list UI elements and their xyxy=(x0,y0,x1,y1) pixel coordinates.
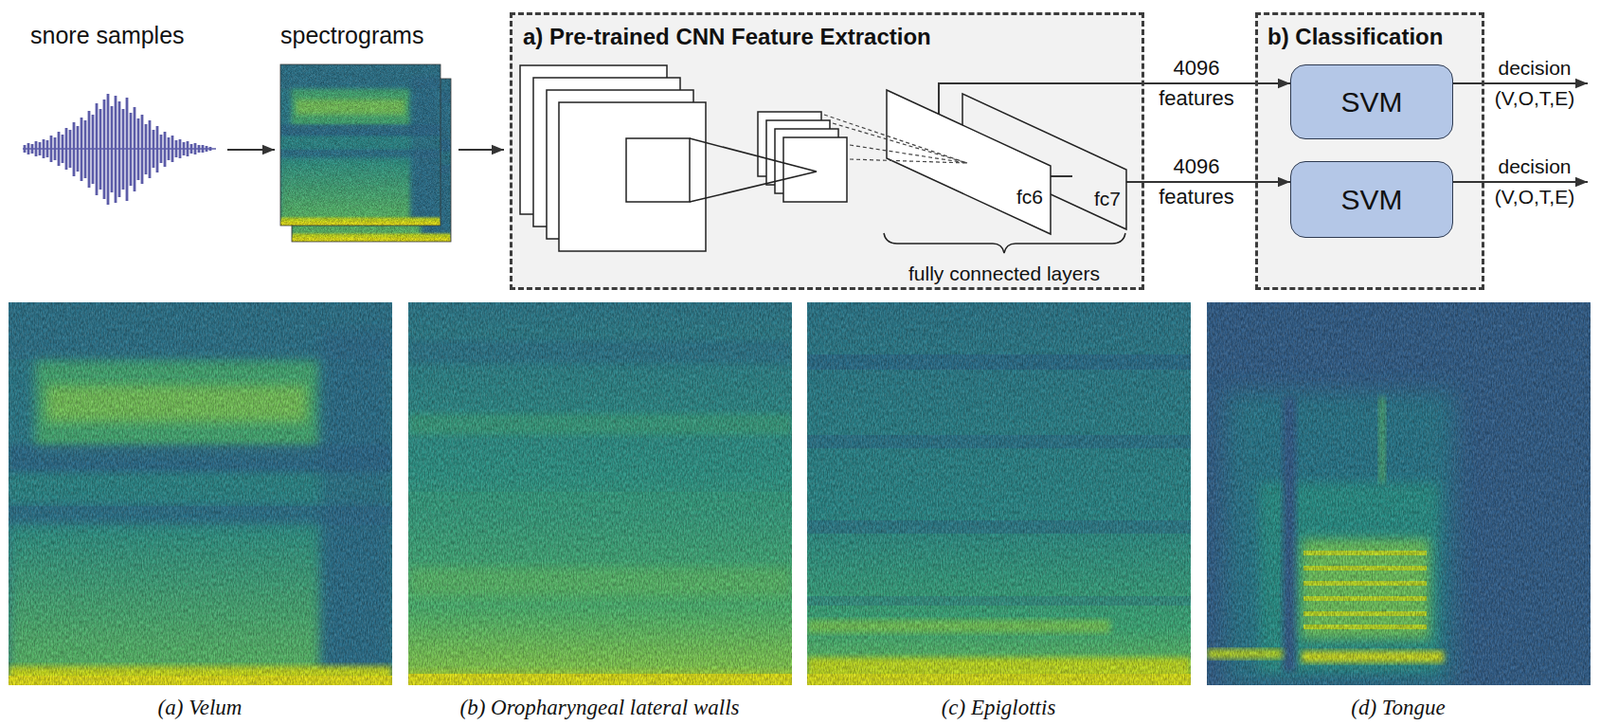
node-text: a) Pre-trained CNN Feature Extraction xyxy=(522,23,932,52)
node-text: fc6 xyxy=(1016,184,1043,209)
node-text: fc7 xyxy=(1094,186,1121,211)
conv-layers xyxy=(520,65,847,252)
waveform xyxy=(22,93,216,205)
node-text: SVM xyxy=(1340,182,1403,217)
fc-layer: fc6 xyxy=(886,89,1051,234)
connector xyxy=(938,83,1291,114)
output-label: decision (V,O,T,E) xyxy=(1494,151,1575,213)
source-group: spectrograms xyxy=(280,20,453,245)
stage-panel: b) ClassificationSVM SVM xyxy=(1255,12,1485,290)
connector xyxy=(1126,180,1291,183)
connector xyxy=(227,148,275,151)
classifier-box: SVM xyxy=(1290,161,1454,238)
node-text: spectrograms xyxy=(280,20,424,50)
node-text: b) Classification xyxy=(1267,23,1443,52)
edge-label: 4096 features xyxy=(1158,151,1234,213)
panel-caption: (c) Epiglottis xyxy=(941,694,1057,721)
source-group: snore samples xyxy=(22,20,224,207)
node-text: snore samples xyxy=(30,20,185,50)
connector xyxy=(458,148,504,151)
panel-caption: (b) Oropharyngeal lateral walls xyxy=(460,694,740,721)
panel-caption: (a) Velum xyxy=(158,694,243,721)
layer-outline xyxy=(886,89,1051,234)
edge-label: 4096 features xyxy=(1158,53,1234,114)
classifier-box: SVM xyxy=(1290,64,1454,140)
projection-lines xyxy=(824,114,968,163)
spectrogram-panels xyxy=(8,302,1591,686)
brace xyxy=(883,233,1126,253)
layer-face xyxy=(886,89,1051,234)
output-label: decision (V,O,T,E) xyxy=(1494,53,1575,114)
stage-panel: a) Pre-trained CNN Feature Extraction fc6… xyxy=(509,12,1145,290)
connector xyxy=(1050,175,1073,178)
panel-ground xyxy=(509,12,1145,290)
layer-face xyxy=(962,93,1127,230)
brace-label: fully connected layers xyxy=(908,261,1100,286)
panel-ground xyxy=(1255,12,1485,290)
node-text: SVM xyxy=(1340,85,1403,120)
panel-caption: (d) Tongue xyxy=(1350,694,1445,721)
spectrogram-thumbnails xyxy=(280,64,451,242)
